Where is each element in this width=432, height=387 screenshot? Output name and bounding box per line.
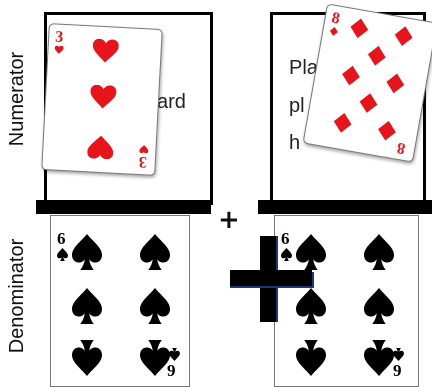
spade-icon xyxy=(139,288,171,324)
numerator-left-slot-text: ard xyxy=(157,91,186,114)
plus-operator: + xyxy=(218,205,240,235)
spade-icon xyxy=(363,288,395,324)
spade-icon xyxy=(363,234,395,270)
denominator-card-left-spades[interactable]: 6 9 xyxy=(50,215,190,387)
spade-icon xyxy=(57,248,68,261)
denominator-label: Denominator xyxy=(4,231,30,361)
diamond-icon xyxy=(331,111,354,134)
diamond-icon xyxy=(357,91,380,114)
numerator-card-three-of-hearts[interactable]: 3 3 xyxy=(41,23,163,176)
numerator-left-shelf xyxy=(36,200,211,214)
spade-icon xyxy=(295,340,327,376)
diamond-icon xyxy=(339,64,362,87)
numerator-card-eight-of-diamonds[interactable]: 8 8 xyxy=(303,3,432,162)
heart-icon xyxy=(139,144,148,153)
diamond-icon xyxy=(348,17,371,40)
card-rank-top: 8 xyxy=(330,10,341,27)
card-rank-bottom: 3 xyxy=(138,153,147,169)
spade-icon xyxy=(393,348,404,361)
spade-icon xyxy=(71,340,103,376)
numerator-right-shelf xyxy=(258,200,432,214)
spade-icon xyxy=(71,288,103,324)
diamond-icon xyxy=(365,44,388,67)
diamond-icon xyxy=(384,72,407,95)
spade-icon xyxy=(139,234,171,270)
card-rank-bottom: 9 xyxy=(393,362,402,379)
spade-icon xyxy=(169,348,180,361)
numerator-right-slot-line-3: h xyxy=(289,132,300,155)
diamond-icon xyxy=(392,25,415,48)
card-rank-bottom: 9 xyxy=(167,362,176,379)
heart-icon xyxy=(92,38,119,65)
heart-icon xyxy=(87,132,114,159)
card-rank-bottom: 8 xyxy=(396,139,407,156)
diamond-icon xyxy=(329,26,339,36)
card-rank-top: 3 xyxy=(55,29,64,45)
plus-icon xyxy=(230,236,314,322)
heart-icon xyxy=(54,45,63,54)
spade-icon xyxy=(363,340,395,376)
numerator-right-slot-line-2: pl xyxy=(289,95,305,118)
heart-icon xyxy=(89,84,116,111)
card-rank-top: 6 xyxy=(57,230,66,247)
spade-icon xyxy=(71,234,103,270)
numerator-label: Numerator xyxy=(4,49,30,149)
diamond-icon xyxy=(375,119,398,142)
